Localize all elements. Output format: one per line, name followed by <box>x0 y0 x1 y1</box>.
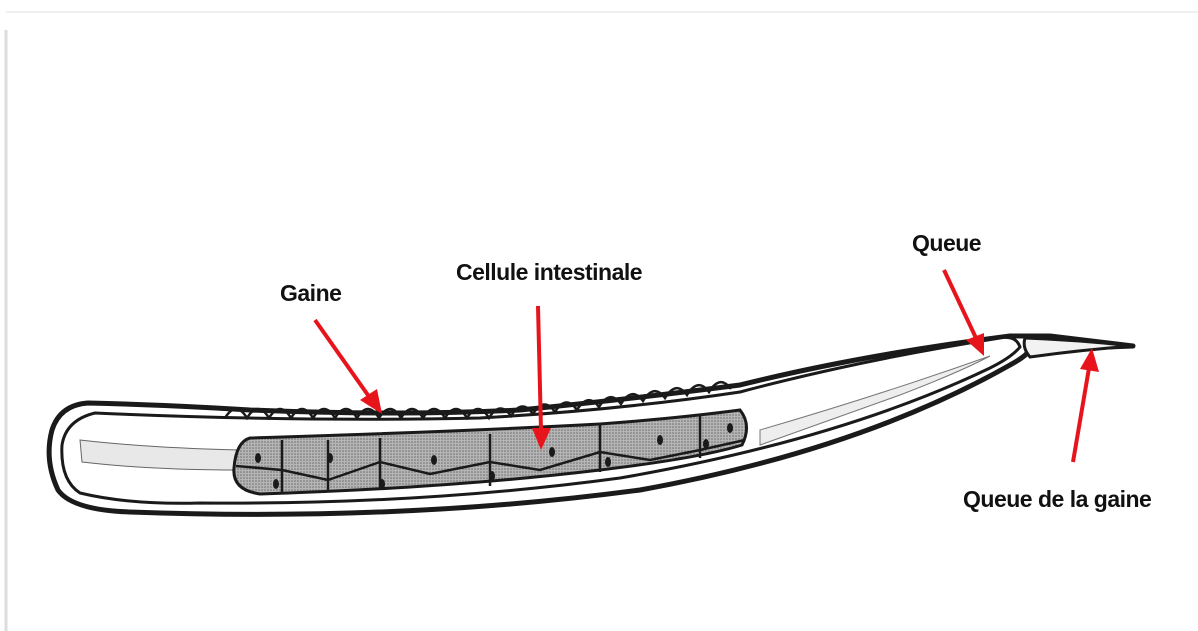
label-gaine: Gaine <box>280 280 341 306</box>
label-queue: Queue <box>912 230 981 256</box>
arrow-gaine <box>315 320 382 414</box>
sheath-tail <box>1024 338 1133 357</box>
label-queue-de-la-gaine: Queue de la gaine <box>963 486 1151 512</box>
arrow-queue-gaine <box>1073 348 1099 462</box>
label-cellule-intestinale: Cellule intestinale <box>456 259 642 285</box>
arrow-cellule <box>532 306 551 450</box>
